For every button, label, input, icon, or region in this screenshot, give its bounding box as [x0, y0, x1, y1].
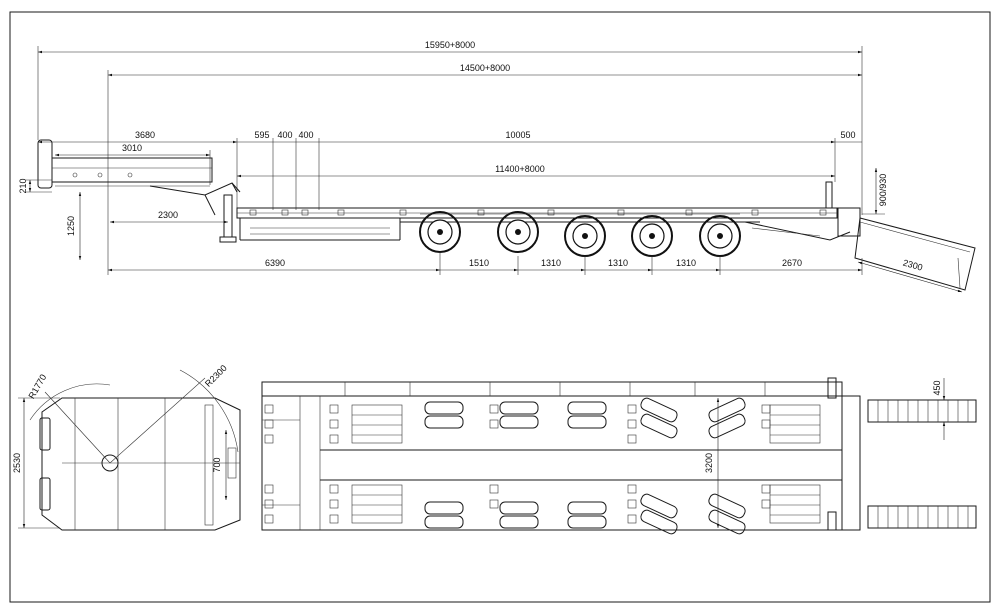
drawing-frame — [9, 11, 991, 603]
label-axle-spacing-3: 1310 — [608, 258, 628, 268]
dim-overall-width: 2530 — [12, 397, 60, 529]
turning-radius-front: R1770 — [26, 373, 111, 464]
label-support-width: 700 — [212, 457, 222, 472]
ramps-plan — [867, 399, 977, 529]
dim-kingpin-support: 2300 — [110, 210, 228, 224]
dim-ramp-height: 900/930 — [862, 168, 888, 215]
label-kingpin-height: 210 — [18, 178, 28, 193]
label-deck-front-3: 400 — [298, 130, 313, 140]
label-turning-radius-rear: R2300 — [203, 363, 229, 389]
label-deck-front-2: 400 — [277, 130, 292, 140]
label-axle-spacing-2: 1310 — [541, 258, 561, 268]
dim-bottom-row: 6390 1510 1310 1310 1310 2670 — [108, 252, 863, 275]
dim-gooseneck-deck: 3010 — [55, 143, 211, 185]
label-gooseneck-height: 1250 — [66, 216, 76, 236]
dim-lowbed-length: 11400+8000 — [237, 164, 835, 178]
label-turning-radius-front: R1770 — [26, 373, 48, 401]
label-lowbed-length: 11400+8000 — [495, 164, 545, 174]
label-gooseneck-deck: 3010 — [122, 143, 142, 153]
label-overall-length: 15950+8000 — [425, 40, 475, 50]
label-ramp-height: 900/930 — [878, 174, 888, 207]
label-deck-front-1: 595 — [254, 130, 269, 140]
turning-radius-rear: R2300 — [109, 363, 239, 464]
label-deck-width: 3200 — [704, 453, 714, 473]
dim-upper-row: 3680 595 400 400 10005 500 — [38, 130, 862, 210]
label-axle-spacing-1: 1510 — [469, 258, 489, 268]
label-rear-axle-end: 2670 — [782, 258, 802, 268]
dim-overall-length: 15950+8000 — [37, 40, 863, 215]
label-rear-overhang: 500 — [840, 130, 855, 140]
side-view: 15950+8000 14500+8000 3680 595 400 400 1… — [18, 40, 976, 293]
label-ramp-width: 450 — [932, 380, 942, 395]
wheel-2 — [497, 211, 539, 253]
landing-leg — [219, 194, 237, 243]
dim-gooseneck-height: 1250 — [66, 192, 82, 260]
label-deck-main: 10005 — [505, 130, 530, 140]
top-view: 2530 R1770 R2300 70 — [12, 363, 977, 535]
main-deck — [236, 181, 861, 241]
dim-support-width: 700 — [212, 430, 228, 500]
gooseneck-plan — [39, 397, 241, 531]
dim-deck-width: 3200 — [704, 398, 720, 528]
label-gooseneck-length: 3680 — [135, 130, 155, 140]
label-kingpin-support: 2300 — [158, 210, 178, 220]
dim-ramp-width: 450 — [932, 378, 946, 440]
label-main-length: 14500+8000 — [460, 63, 510, 73]
label-ramp-length: 2300 — [902, 258, 924, 273]
dim-ramp-length: 2300 — [857, 258, 963, 293]
label-overall-width: 2530 — [12, 453, 22, 473]
dim-main-length: 14500+8000 — [107, 63, 862, 275]
label-kingpin-axle1: 6390 — [265, 258, 285, 268]
label-axle-spacing-4: 1310 — [676, 258, 696, 268]
wheels — [419, 211, 741, 257]
deck-plan — [261, 377, 861, 535]
dim-kingpin-height: 210 — [18, 178, 52, 194]
rear-ramp — [854, 217, 976, 291]
gooseneck — [37, 139, 241, 216]
wheel-3 — [564, 215, 606, 257]
